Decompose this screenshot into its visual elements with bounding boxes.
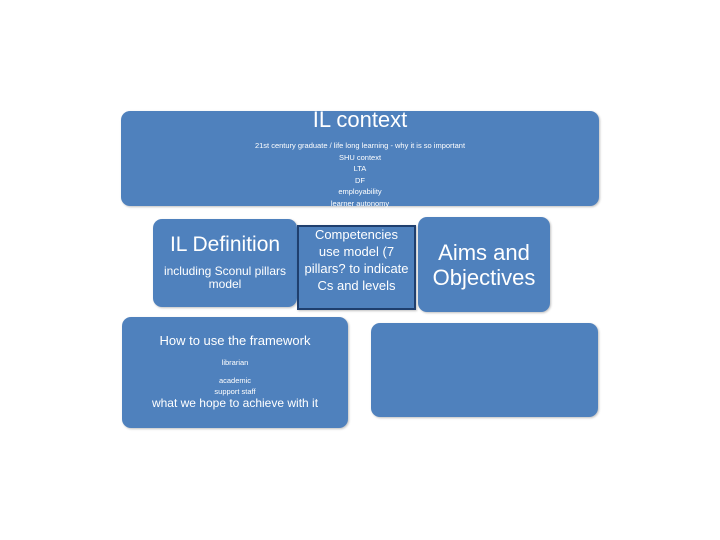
il-context-title: IL context <box>312 107 408 132</box>
framework-usage-box: How to use the framework librarian acade… <box>122 317 348 428</box>
aims-objectives-text: Aims and Objectives <box>432 239 536 290</box>
il-definition-title: IL Definition <box>169 233 281 256</box>
framework-usage-title: How to use the framework <box>159 333 311 348</box>
context-item: SHU context <box>338 152 382 162</box>
context-item: learner autonomy <box>330 198 390 208</box>
il-context-box: IL context 21st century graduate / life … <box>121 107 599 208</box>
usage-item: librarian <box>221 358 249 367</box>
context-item: employability <box>338 187 382 196</box>
usage-item: academic <box>218 376 252 385</box>
aims-objectives-box: Aims and Objectives <box>418 217 550 312</box>
competencies-box: Competencies use model (7 pillars? to in… <box>297 225 416 310</box>
context-item: DF <box>355 175 365 185</box>
il-definition-subtitle: including Sconul pillars model <box>163 264 287 291</box>
il-definition-box: IL Definition including Sconul pillars m… <box>153 219 297 307</box>
context-item: LTA <box>353 164 367 173</box>
empty-box <box>371 323 598 417</box>
framework-usage-footer: what we hope to achieve with it <box>151 396 319 410</box>
competencies-text: Competencies use model (7 pillars? to in… <box>304 227 409 293</box>
usage-item: support staff <box>214 387 256 396</box>
context-item: 21st century graduate / life long learni… <box>254 141 466 150</box>
